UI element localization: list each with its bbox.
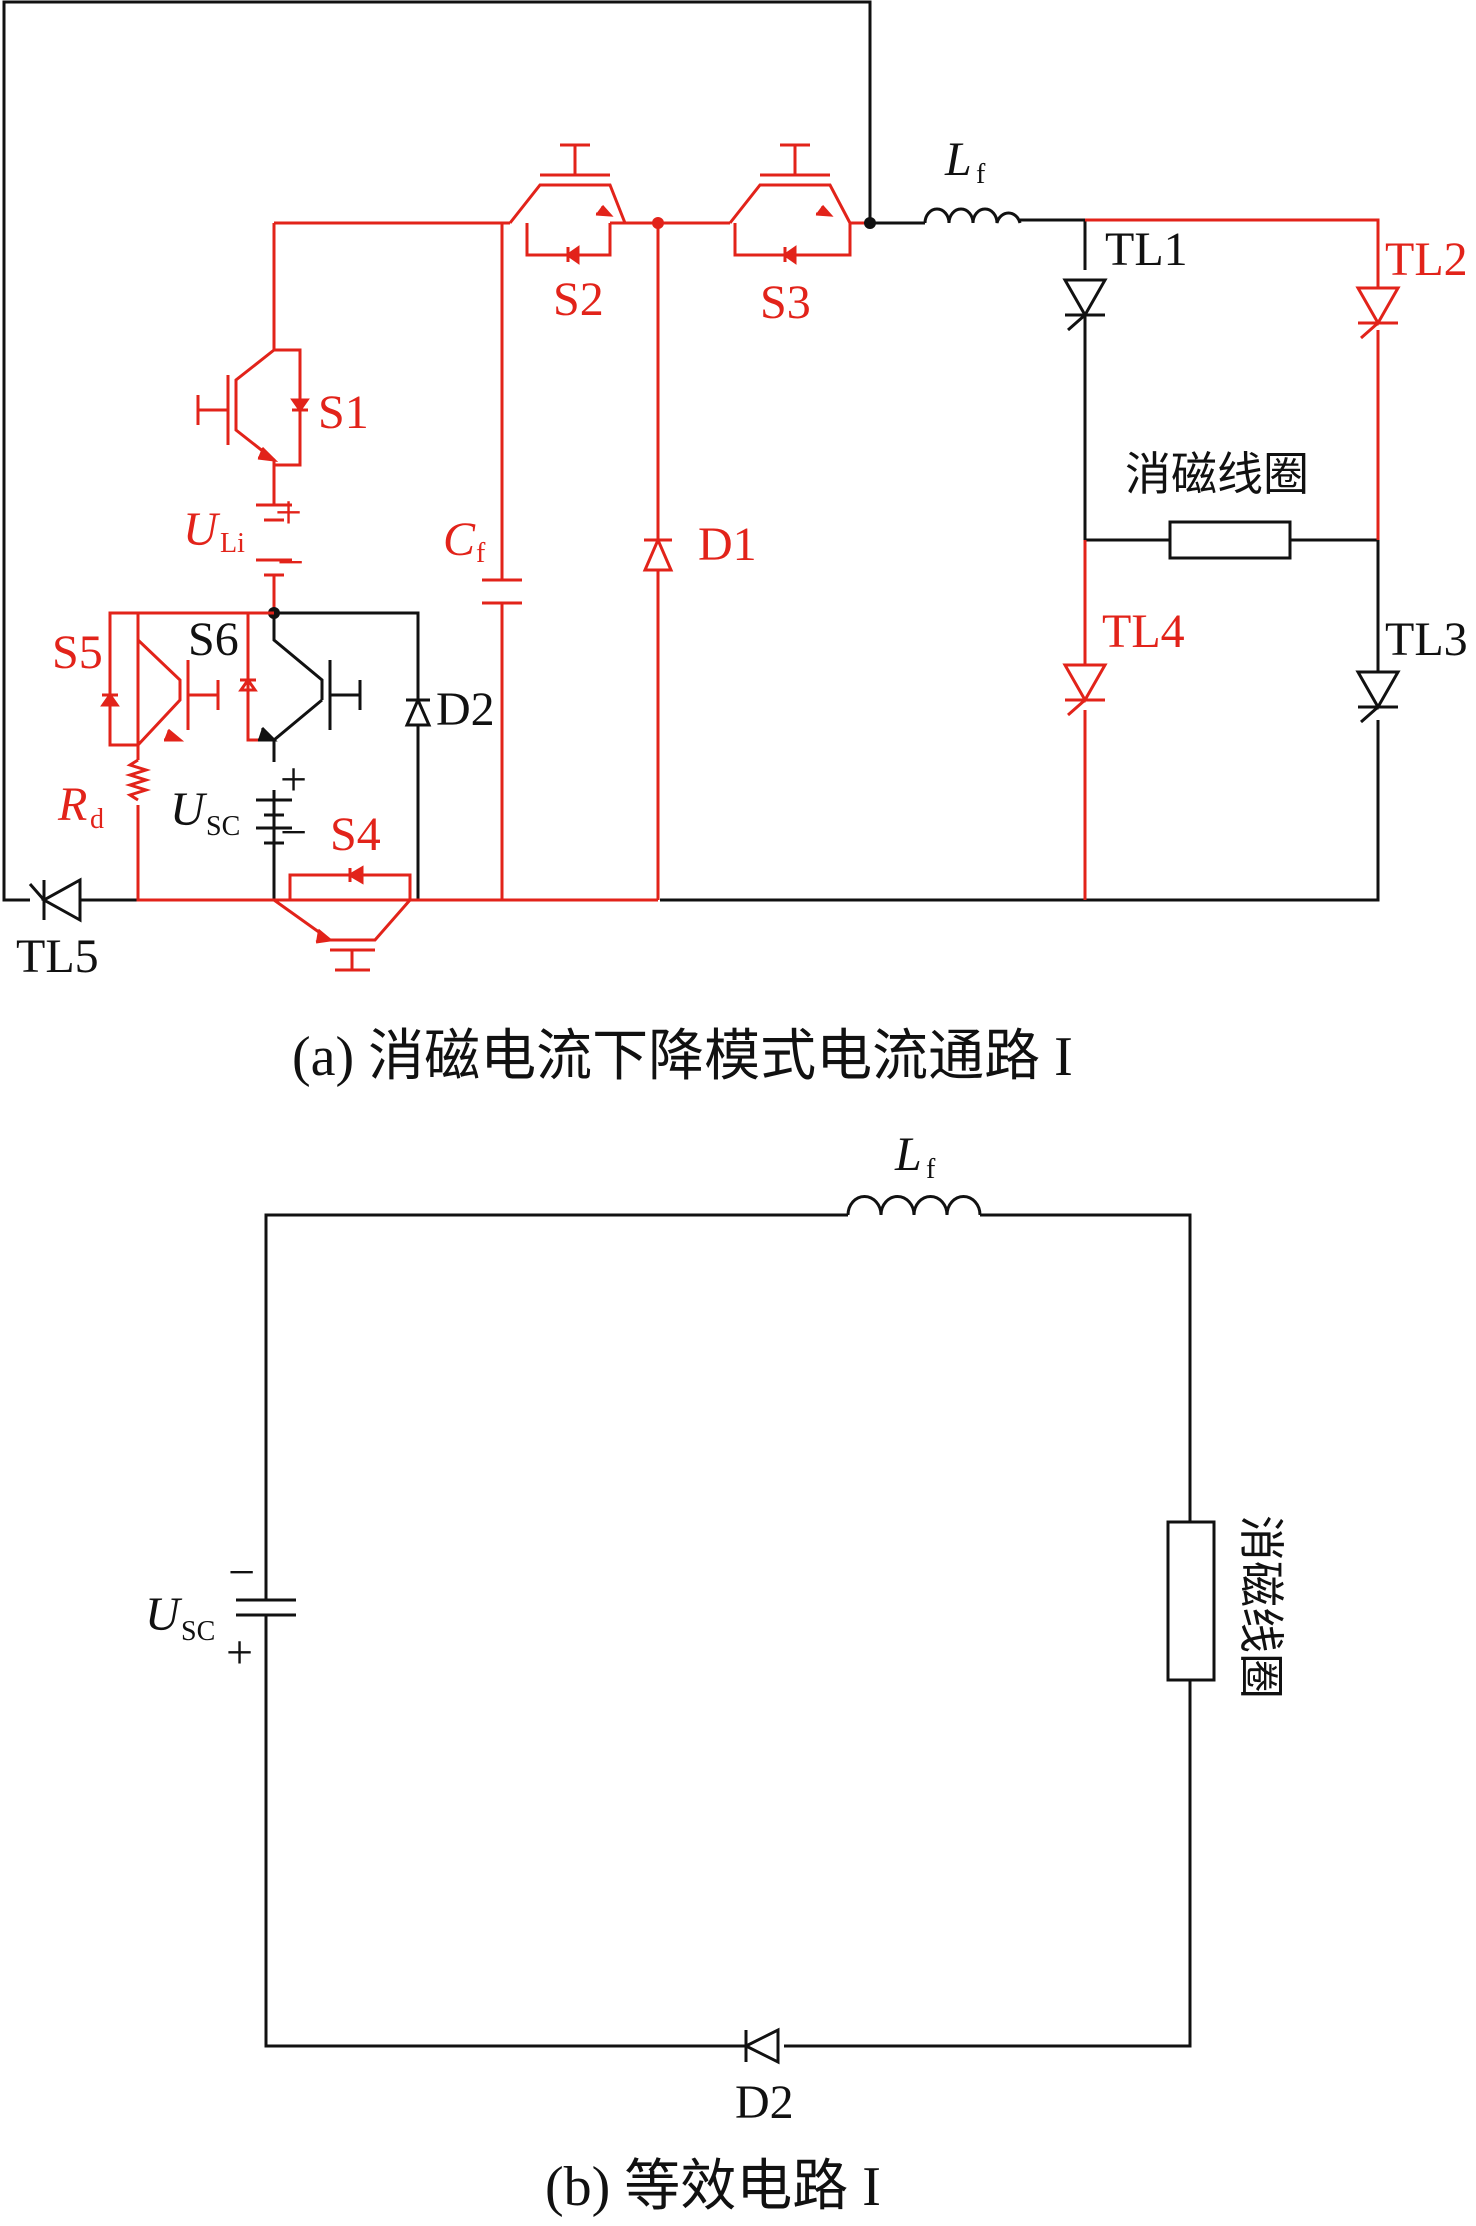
panel-a-circuit: S1 S2 S3 S4 S5 S6 D1 D2 TL1 TL2 TL3 TL4 … — [2, 0, 1468, 1088]
thyristor-tl5 — [28, 877, 82, 923]
thyristor-tl2 — [1355, 286, 1401, 340]
wire-coil-to-tl3 — [660, 538, 1380, 902]
label-lf-sub-b: f — [926, 1154, 936, 1185]
junction-dot — [652, 217, 664, 229]
battery-uli — [256, 503, 292, 577]
wire-outer-loop — [2, 0, 872, 902]
inductor-lf-b — [846, 1195, 982, 1216]
label-s6: S6 — [188, 613, 239, 666]
wire-loop-b — [264, 1213, 1192, 2048]
label-uli-minus: − — [277, 536, 304, 589]
label-uli-plus: + — [275, 486, 302, 539]
label-usc-plus: + — [280, 753, 307, 806]
thyristor-tl4 — [1062, 663, 1108, 717]
label-lf-main-b: L — [894, 1128, 922, 1181]
diode-d1 — [642, 536, 674, 572]
caption-b: (b) 等效电路 I — [545, 2156, 881, 2218]
label-cf-main: C — [443, 513, 476, 566]
label-tl3: TL3 — [1385, 613, 1468, 666]
label-usc-sub: SC — [206, 811, 240, 842]
igbt-s1 — [196, 348, 310, 470]
label-usc-minus: − — [280, 806, 307, 859]
igbt-s3 — [728, 143, 852, 265]
label-usc-main: U — [170, 783, 208, 836]
capacitor-cf — [482, 578, 522, 605]
igbt-s4 — [273, 865, 412, 972]
label-usc-minus-b: − — [228, 1546, 255, 1599]
label-cf-sub: f — [476, 538, 486, 569]
igbt-s2 — [508, 143, 627, 265]
label-tl4: TL4 — [1102, 605, 1185, 658]
label-s4: S4 — [330, 808, 381, 861]
diode-d2 — [404, 696, 432, 727]
label-uli-main: U — [183, 503, 221, 556]
resistor-rd — [124, 758, 152, 802]
label-d2: D2 — [436, 683, 495, 736]
caption-a: (a) 消磁电流下降模式电流通路 I — [292, 1026, 1073, 1088]
label-rd-main: R — [57, 778, 87, 831]
wire-s5-rd — [136, 611, 274, 902]
label-s3: S3 — [760, 276, 811, 329]
wire-tl1-to-coil — [1083, 315, 1170, 542]
label-usc-main-b: U — [145, 1588, 183, 1641]
inductor-lf — [923, 207, 1022, 224]
battery-usc-b — [236, 1598, 296, 1617]
label-s5: S5 — [52, 626, 103, 679]
panel-b-circuit: L f U SC − + D2 消磁线圈 (b) 等效电路 I — [145, 1128, 1288, 2218]
coil-resistor-b — [1166, 1520, 1216, 1682]
wire-s6-d2-branch — [274, 611, 420, 900]
label-d1: D1 — [698, 518, 757, 571]
label-coil-a: 消磁线圈 — [1125, 447, 1309, 501]
wire-tl2 — [1085, 218, 1380, 540]
label-tl5: TL5 — [16, 930, 99, 983]
label-tl1: TL1 — [1105, 223, 1188, 276]
label-lf-main-a: L — [944, 133, 972, 186]
battery-usc — [256, 798, 292, 845]
label-lf-sub-a: f — [976, 159, 986, 190]
coil-resistor — [1168, 520, 1292, 560]
label-rd-sub: d — [90, 804, 104, 835]
label-s2: S2 — [553, 273, 604, 326]
junction-dot — [864, 217, 876, 229]
thyristor-tl3 — [1355, 670, 1401, 724]
label-coil-b: 消磁线圈 — [1234, 1515, 1288, 1699]
igbt-s6 — [238, 611, 362, 742]
igbt-s5 — [100, 611, 220, 747]
label-tl2: TL2 — [1385, 233, 1468, 286]
diode-d2-b — [742, 2027, 780, 2065]
thyristor-tl1 — [1062, 278, 1108, 332]
label-usc-plus-b: + — [226, 1626, 253, 1679]
wire-lf-to-tl1 — [870, 218, 1087, 270]
label-d2-b: D2 — [735, 2076, 794, 2129]
label-s1: S1 — [318, 386, 369, 439]
label-usc-sub-b: SC — [181, 1616, 215, 1647]
label-uli-sub: Li — [220, 528, 245, 559]
